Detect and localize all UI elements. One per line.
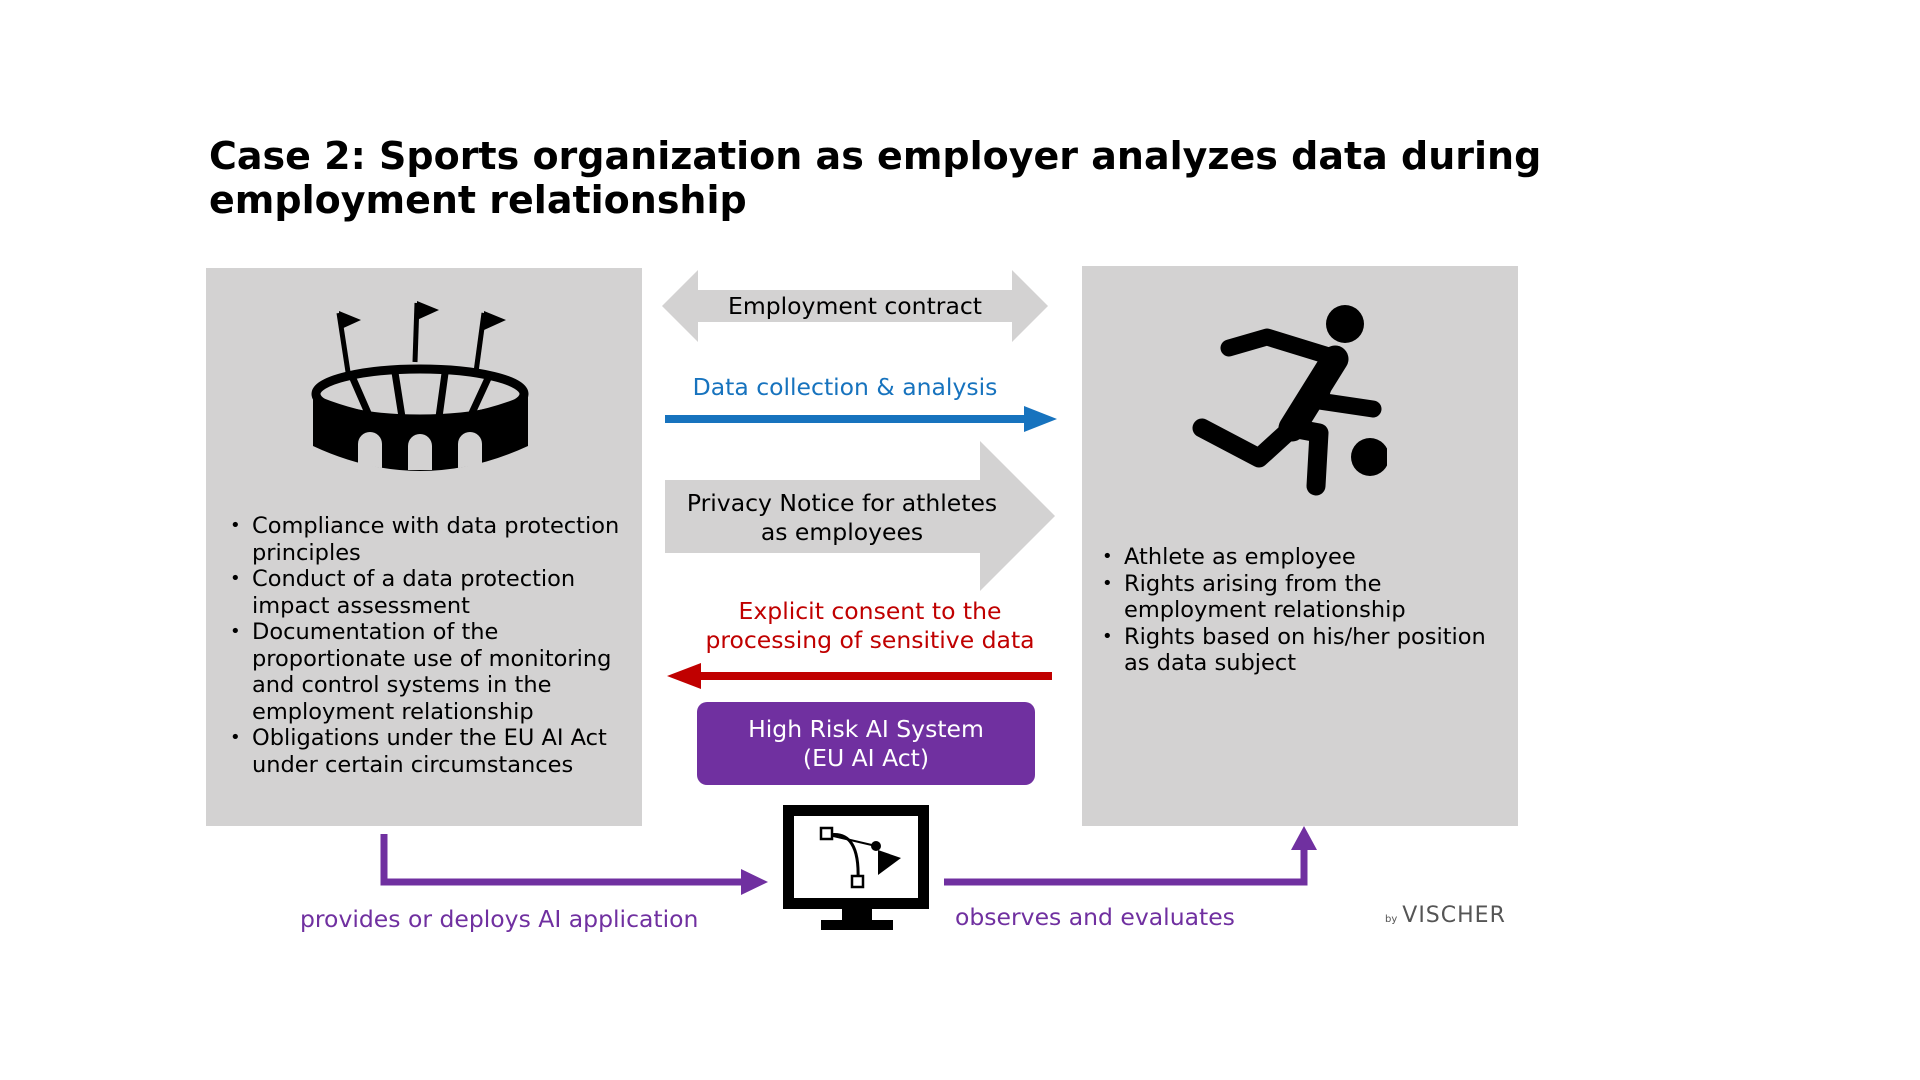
page-title: Case 2: Sports organization as employer … (209, 134, 1559, 222)
soccer-player-icon (1192, 305, 1387, 496)
data-collection-label: Data collection & analysis (692, 373, 998, 401)
privacy-notice-line-2: as employees (760, 518, 924, 546)
explicit-consent-label: Explicit consent to the processing of se… (680, 597, 1060, 655)
list-item: Athlete as employee (1094, 544, 1514, 571)
observes-connector-arrow (944, 826, 1317, 886)
list-item: Obligations under the EU AI Act under ce… (222, 725, 632, 778)
employment-contract-label: Employment contract (727, 292, 982, 320)
list-item: Rights based on his/her position as data… (1094, 624, 1514, 677)
explicit-consent-line-1: Explicit consent to the (738, 597, 1002, 625)
monitor-curve-icon (783, 805, 929, 930)
list-item: Documentation of the proportionate use o… (222, 619, 632, 725)
employment-contract-arrow (662, 270, 1048, 342)
page-title-line-2: employment relationship (209, 178, 747, 222)
explicit-consent-arrow (667, 663, 1052, 689)
page-title-line-1: Case 2: Sports organization as employer … (209, 134, 1542, 178)
list-item: Conduct of a data protection impact asse… (222, 566, 632, 619)
brand-by: by (1385, 914, 1398, 925)
list-item: Rights arising from the employment relat… (1094, 571, 1514, 624)
organization-obligations-list: Compliance with data protection principl… (222, 513, 632, 778)
athlete-rights-list: Athlete as employee Rights arising from … (1094, 544, 1514, 677)
high-risk-ai-line-2: (EU AI Act) (802, 743, 930, 772)
high-risk-ai-line-1: High Risk AI System (748, 714, 984, 743)
observes-evaluates-label: observes and evaluates (955, 903, 1235, 931)
brand-name: VISCHER (1402, 903, 1506, 928)
athlete-box: Athlete as employee Rights arising from … (1082, 266, 1518, 826)
provides-ai-label: provides or deploys AI application (300, 905, 699, 933)
list-item: Compliance with data protection principl… (222, 513, 632, 566)
stadium-icon (311, 301, 529, 471)
data-collection-arrow (665, 406, 1057, 432)
high-risk-ai-system-box: High Risk AI System (EU AI Act) (697, 702, 1035, 785)
privacy-notice-line-1: Privacy Notice for athletes (686, 489, 998, 517)
explicit-consent-line-2: processing of sensitive data (705, 626, 1035, 654)
privacy-notice-arrow (665, 441, 1055, 591)
sports-organization-box: Compliance with data protection principl… (206, 268, 642, 826)
privacy-notice-label: Privacy Notice for athletes as employees (672, 489, 1012, 547)
provides-connector-arrow (380, 834, 768, 895)
brand-logo: by VISCHER (1385, 903, 1506, 928)
